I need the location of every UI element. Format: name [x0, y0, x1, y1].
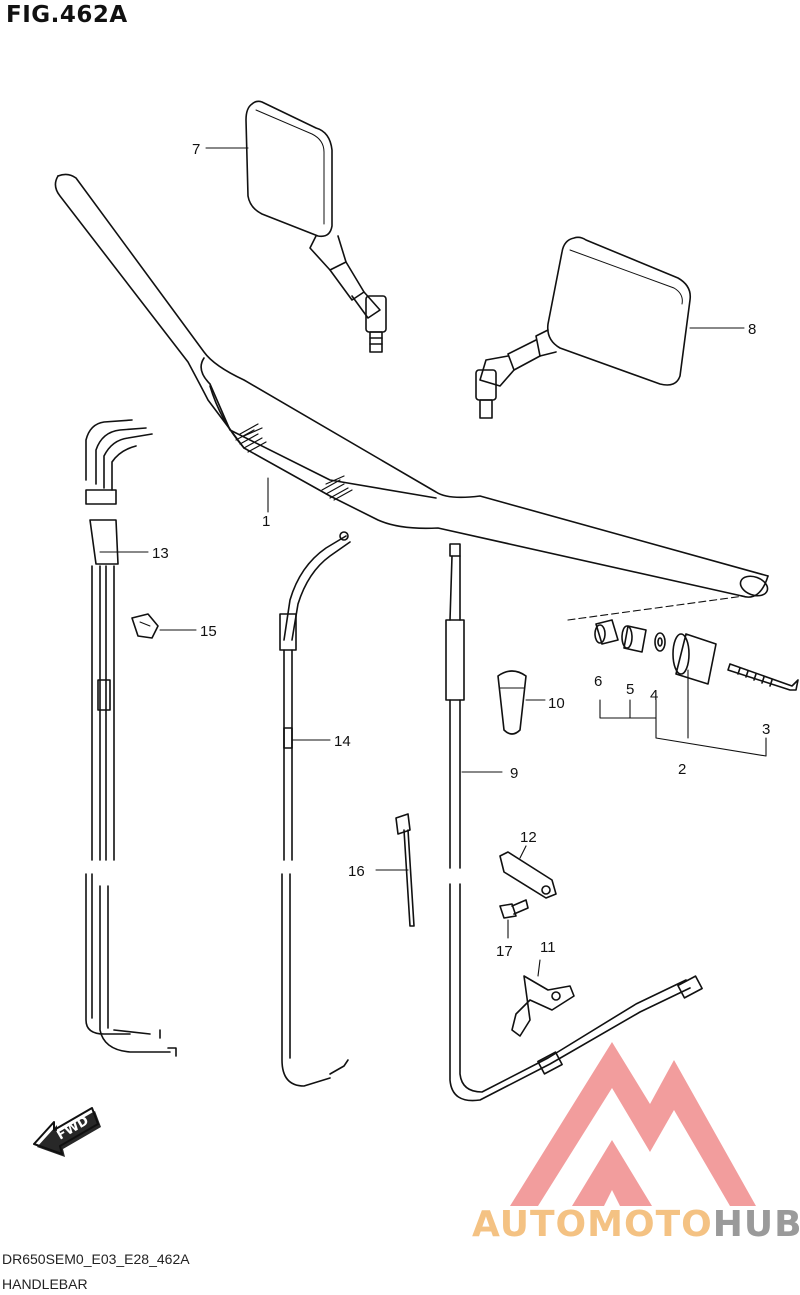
- callout-17: 17: [496, 943, 513, 960]
- watermark-part-b: HUB: [712, 1204, 800, 1245]
- bar-end-balancer-group: [594, 619, 799, 757]
- callout-16: 16: [348, 863, 365, 880]
- callout-13: 13: [152, 545, 169, 562]
- callout-labels: 1 2 3 4 5 6 7 8 9 10 11 12 13 14 15 16 1…: [152, 141, 770, 960]
- callout-4: 4: [650, 687, 658, 704]
- watermark-logo-icon: [510, 1042, 756, 1206]
- callout-14: 14: [334, 733, 351, 750]
- throttle-cable-part-13: [85, 419, 177, 1057]
- callout-1: 1: [262, 513, 270, 530]
- callout-11: 11: [540, 939, 556, 956]
- throttle-grip-part-10: [497, 670, 546, 735]
- callout-12: 12: [520, 829, 537, 846]
- cushion-part-5: [621, 625, 647, 653]
- figure-name: HANDLEBAR: [2, 1276, 88, 1292]
- screw-part-3: [727, 663, 799, 691]
- bolt-part-17: [499, 899, 529, 919]
- figure-code: DR650SEM0_E03_E28_462A: [2, 1251, 190, 1267]
- callout-2: 2: [678, 761, 686, 778]
- nut-part-6: [594, 619, 619, 645]
- figure-title: FIG.462A: [6, 2, 128, 28]
- callout-15: 15: [200, 623, 217, 640]
- callout-3: 3: [762, 721, 770, 738]
- watermark-part-a: AUTOMOTO: [472, 1204, 713, 1245]
- clamp-band-part-16: [395, 813, 415, 927]
- callout-9: 9: [510, 765, 518, 782]
- leader-lines: [99, 147, 745, 977]
- callout-7: 7: [192, 141, 200, 158]
- watermark-text: AUTOMOTOHUB: [472, 1204, 800, 1245]
- cable-clamp-part-15: [131, 613, 159, 639]
- callout-8: 8: [748, 321, 756, 338]
- mirror-left-part-7: [245, 100, 387, 353]
- washer-part-4: [654, 632, 666, 652]
- clutch-cable-part-9: [445, 543, 703, 1102]
- mirror-right-part-8: [475, 236, 692, 419]
- cable-part-14: [279, 531, 351, 1087]
- bracket-part-12: [499, 851, 557, 899]
- callout-10: 10: [548, 695, 565, 712]
- callout-6: 6: [594, 673, 602, 690]
- fwd-arrow-icon: [33, 1107, 101, 1157]
- balancer-part-2: [672, 633, 717, 685]
- callout-5: 5: [626, 681, 634, 698]
- bracket-part-11: [511, 975, 575, 1037]
- handlebar-part-1: [54, 173, 769, 621]
